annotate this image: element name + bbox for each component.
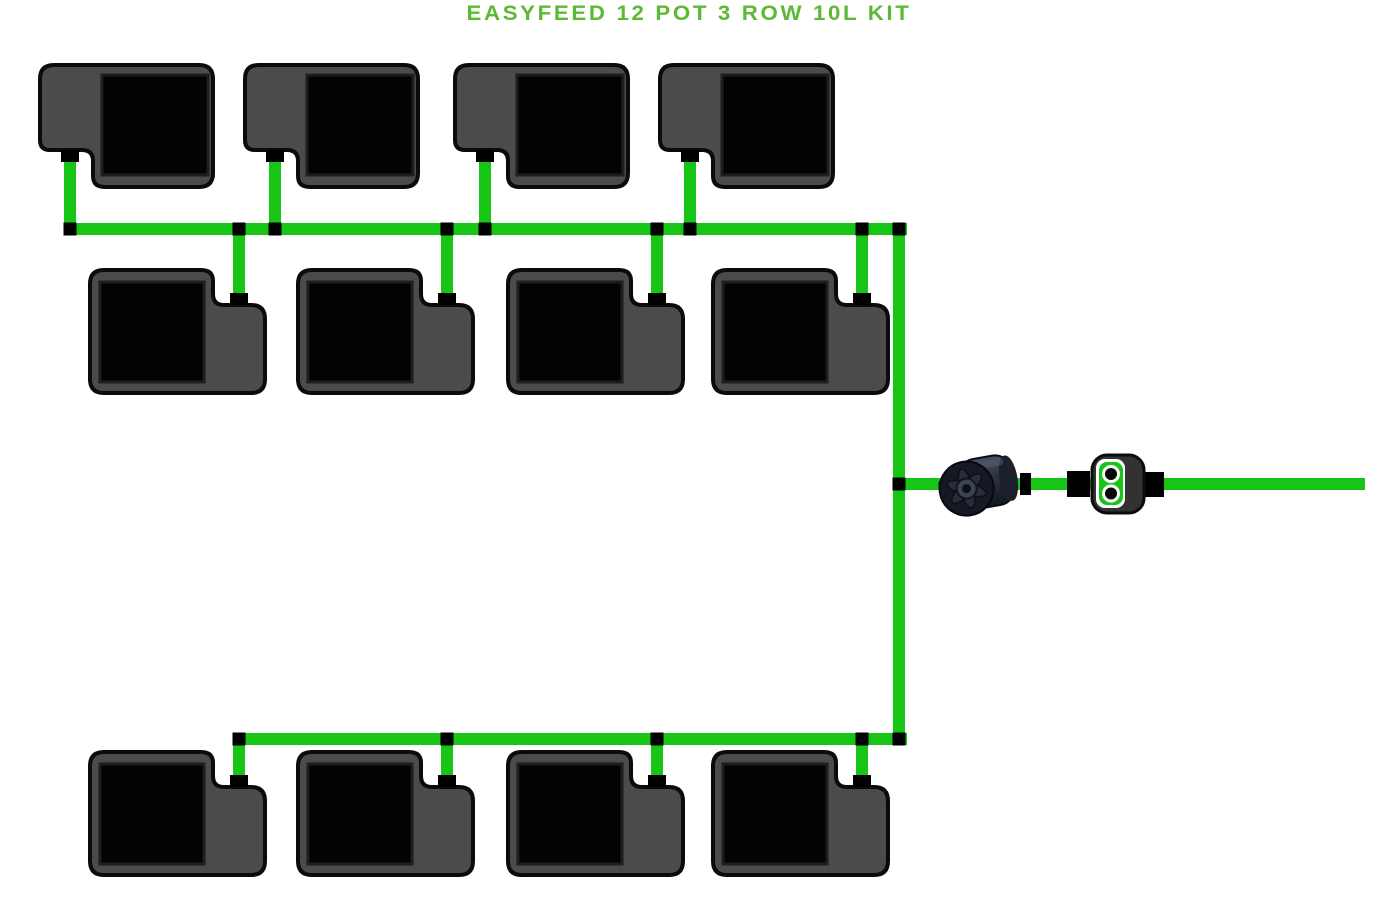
manifold-fitting [63,222,77,236]
pot-tube [684,152,696,235]
pump-assembly [938,454,1019,517]
manifold-fitting [232,732,246,746]
pot-tube [651,229,663,300]
corner-fitting [892,732,906,746]
inline-fitting [1020,473,1031,495]
manifold-fitting [232,222,246,236]
kit-title: EASYFEED 12 POT 3 ROW 10L KIT [466,2,912,25]
manifold-fitting [478,222,492,236]
valve-port-bottom [1102,484,1120,503]
corner-fitting [892,222,906,236]
pump-hub-center [962,484,972,494]
pump-end-cap [998,455,1019,501]
manifold-fitting [855,732,869,746]
pot-tube [64,152,76,235]
pot-fitting [648,293,666,305]
pot-opening-r3p3 [516,762,624,866]
pot-opening-r1p1 [100,73,210,177]
pot-fitting [61,150,79,162]
pump-icon [938,454,1019,517]
bottom-manifold-pipe [233,733,907,745]
valve-icon [1067,453,1164,515]
pot-fitting [266,150,284,162]
pot-opening-r1p3 [515,73,625,177]
manifold-fitting [650,732,664,746]
pot-tube [233,739,245,782]
pot-tube [856,229,868,300]
pot-opening-r2p4 [721,280,829,384]
manifold-fitting [683,222,697,236]
manifold-fitting [440,732,454,746]
pot-fitting [230,293,248,305]
pot-opening-r3p2 [306,762,414,866]
manifold-fitting [268,222,282,236]
pot-fitting [438,293,456,305]
irrigation-network [38,63,1365,877]
pot-tube [441,739,453,782]
pot-opening-r1p2 [305,73,415,177]
pot-opening-r2p3 [516,280,624,384]
pot-tube [856,739,868,782]
pot-opening-r3p4 [721,762,829,866]
pot-fitting [853,775,871,787]
pot-fitting [230,775,248,787]
pot-tube [269,152,281,235]
pot-fitting [438,775,456,787]
pot-tube [441,229,453,300]
pot-tube [233,229,245,300]
pot-fitting [648,775,666,787]
pot-opening-r1p4 [720,73,830,177]
pot-tube [479,152,491,235]
pot-opening-r2p1 [98,280,206,384]
valve-port-top [1102,465,1120,483]
pot-opening-r3p1 [98,762,206,866]
pot-fitting [853,293,871,305]
manifold-fitting [650,222,664,236]
valve-inlet-fitting [1067,471,1090,497]
pot-tube [651,739,663,782]
pot-fitting [476,150,494,162]
pot-opening-r2p2 [306,280,414,384]
valve-outlet-fitting [1142,472,1164,497]
pot-fitting [681,150,699,162]
tee-fitting [892,477,906,491]
manifold-fitting [855,222,869,236]
manifold-fitting [440,222,454,236]
